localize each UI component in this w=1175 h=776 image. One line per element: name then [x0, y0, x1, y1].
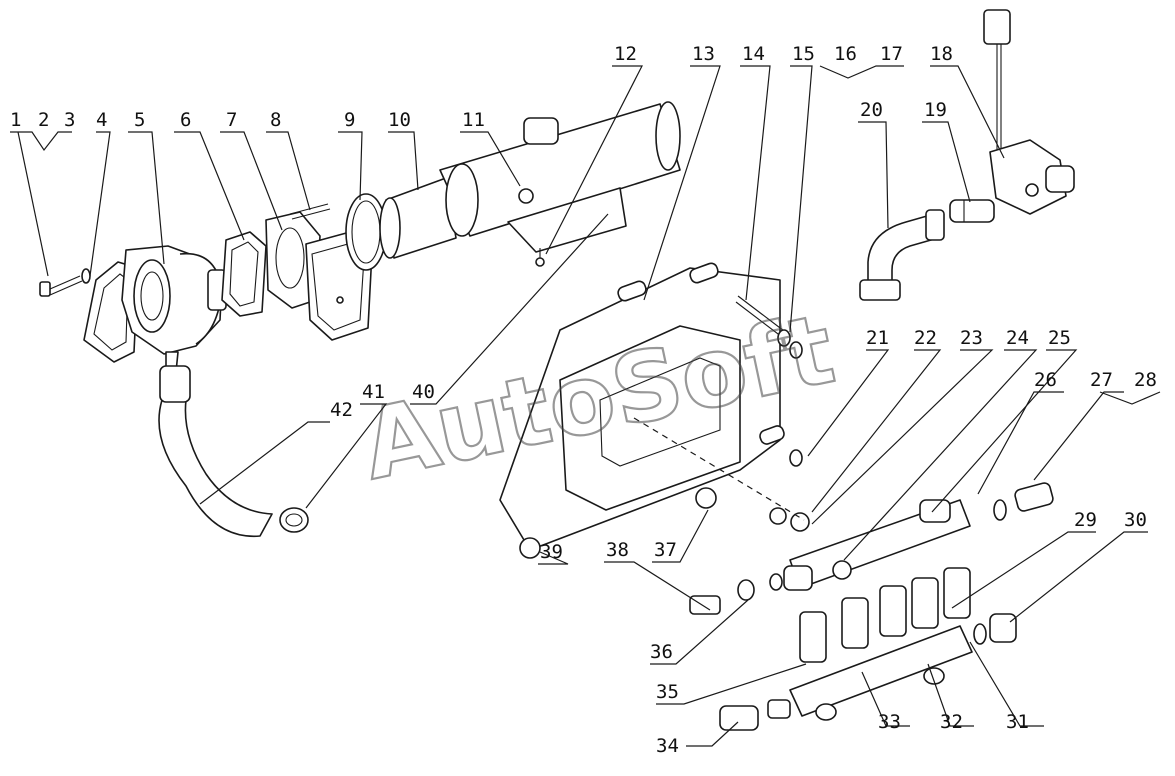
part-nuts	[519, 487, 717, 559]
assembly-dashed-line	[633, 417, 805, 521]
part-hose-sleeve	[379, 177, 457, 259]
callout-13: 13	[692, 43, 715, 65]
part-injectors	[799, 567, 971, 663]
part-rail-sensor	[689, 565, 813, 615]
callout-16: 16	[834, 43, 857, 65]
part-stud-nut	[735, 295, 803, 359]
callout-30: 30	[1124, 509, 1147, 531]
part-rubber-hose	[158, 365, 273, 538]
callout-25: 25	[1048, 327, 1071, 349]
part-elbow-fitting	[859, 209, 945, 301]
callout-23: 23	[960, 327, 983, 349]
callout-35: 35	[656, 681, 679, 703]
part-gasket-middle	[221, 231, 267, 317]
callout-38: 38	[606, 539, 629, 561]
callout-26: 26	[1034, 369, 1057, 391]
part-fuel-rail-upper	[789, 499, 971, 589]
part-end-fitting	[973, 613, 1017, 645]
callout-3: 3	[64, 109, 75, 131]
part-turbo-housing	[121, 245, 227, 373]
part-washers	[769, 449, 810, 532]
callout-29: 29	[1074, 509, 1097, 531]
part-intercooler-pipe	[439, 101, 681, 267]
callout-7: 7	[226, 109, 237, 131]
callout-5: 5	[134, 109, 145, 131]
callout-36: 36	[650, 641, 673, 663]
callout-42: 42	[330, 399, 353, 421]
part-mounting-bracket	[499, 262, 785, 557]
callout-22: 22	[914, 327, 937, 349]
callout-2: 2	[38, 109, 49, 131]
callout-18: 18	[930, 43, 953, 65]
callout-15: 15	[792, 43, 815, 65]
callout-27: 27	[1090, 369, 1113, 391]
callout-28: 28	[1134, 369, 1157, 391]
callout-34: 34	[656, 735, 679, 757]
callout-1: 1	[10, 109, 21, 131]
callout-8: 8	[270, 109, 281, 131]
part-inlet-fitting	[719, 705, 759, 731]
callout-39: 39	[540, 541, 563, 563]
callout-6: 6	[180, 109, 191, 131]
callout-numbers: 1 2 3 4 5 6 7 8 9 10 11 12 13 14 15 16 1…	[10, 43, 1157, 757]
callout-32: 32	[940, 711, 963, 733]
callout-11: 11	[462, 109, 485, 131]
callout-17: 17	[880, 43, 903, 65]
part-adapter	[993, 482, 1054, 521]
callout-33: 33	[878, 711, 901, 733]
callout-12: 12	[614, 43, 637, 65]
callout-10: 10	[388, 109, 411, 131]
part-sensor-plug	[983, 9, 1075, 215]
callout-37: 37	[654, 539, 677, 561]
part-bolt	[39, 268, 91, 297]
part-fuel-rail-lower	[767, 625, 973, 721]
callout-20: 20	[860, 99, 883, 121]
part-nipple-fitting	[949, 199, 995, 223]
callout-19: 19	[924, 99, 947, 121]
callout-21: 21	[866, 327, 889, 349]
callout-40: 40	[412, 381, 435, 403]
callout-4: 4	[96, 109, 107, 131]
callout-9: 9	[344, 109, 355, 131]
callout-24: 24	[1006, 327, 1029, 349]
parts-drawing	[39, 9, 1075, 731]
callout-31: 31	[1006, 711, 1029, 733]
callout-14: 14	[742, 43, 765, 65]
callout-41: 41	[362, 381, 385, 403]
leader-lines	[10, 65, 1161, 747]
part-hose-clamp-small	[279, 507, 309, 533]
